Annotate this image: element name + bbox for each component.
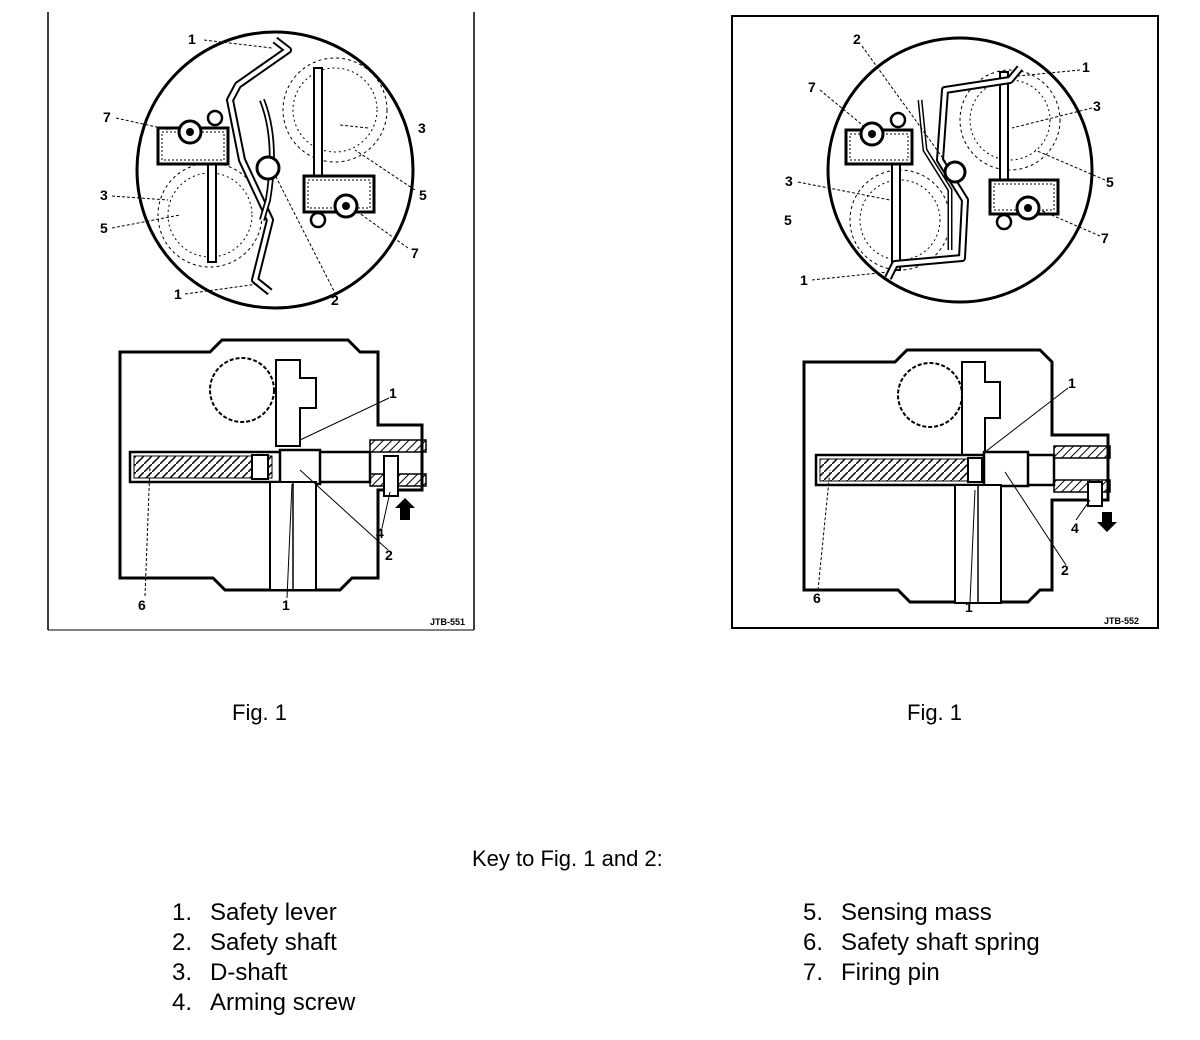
callout-label: 2 — [853, 31, 861, 47]
key-label: Sensing mass — [841, 899, 992, 926]
key-number: 4. — [172, 989, 193, 1016]
figure-left: 1 7 3 5 1 2 3 5 7 — [47, 12, 475, 631]
section-view-left: 1 4 2 6 1 JTB-551 — [118, 338, 465, 627]
key-label: Safety lever — [210, 899, 337, 926]
callout-label: 7 — [808, 79, 816, 95]
callout-label: 3 — [418, 120, 426, 136]
figure-ref: JTB-551 — [430, 617, 465, 627]
callout-label: 1 — [1082, 59, 1090, 75]
figure-right: 2 1 7 3 3 5 5 7 1 — [731, 15, 1159, 629]
key-label: D-shaft — [210, 959, 288, 986]
key-label: Firing pin — [841, 959, 940, 986]
key-item: 5. Sensing mass — [803, 898, 1040, 928]
key-list-left: 1.Safety lever 2.Safety shaft 3.D-shaft … — [172, 898, 355, 1018]
callout-label: 6 — [138, 597, 146, 613]
key-item: 7. Firing pin — [803, 958, 1040, 988]
callout-label: 5 — [784, 212, 792, 228]
callout-label: 5 — [1106, 174, 1114, 190]
key-number: 5. — [803, 899, 824, 926]
section-view-right: 1 4 2 6 1 JTB-552 — [802, 348, 1139, 626]
callout-label: 2 — [331, 292, 339, 308]
callout-label: 1 — [800, 272, 808, 288]
callout-label: 3 — [100, 187, 108, 203]
callout-label: 1 — [188, 31, 196, 47]
callout-label: 7 — [103, 109, 111, 125]
figure-ref: JTB-552 — [1104, 616, 1139, 626]
callout-label: 1 — [282, 597, 290, 613]
callout-label: 7 — [411, 245, 419, 261]
key-list-right: 5. Sensing mass 6. Safety shaft spring 7. F… — [803, 898, 1040, 988]
key-number: 7. — [803, 959, 824, 986]
top-view-right: 2 1 7 3 3 5 5 7 1 — [784, 31, 1114, 304]
key-item: 6. Safety shaft spring — [803, 928, 1040, 958]
figure-caption: Fig. 1 — [232, 700, 288, 725]
callout-label: 7 — [1101, 230, 1109, 246]
key-item: 1. Safety lever — [172, 898, 355, 928]
key-label: Safety shaft spring — [841, 929, 1040, 956]
callout-label: 1 — [389, 385, 397, 401]
callout-label: 5 — [419, 187, 427, 203]
callout-label: 2 — [1061, 562, 1069, 578]
key-label: Safety shaft — [210, 929, 337, 956]
top-view-left: 1 7 3 5 1 2 3 5 7 — [100, 30, 427, 310]
key-item: 3. D-shaft — [172, 958, 355, 988]
callout-label: 1 — [174, 286, 182, 302]
key-number: 6. — [803, 929, 824, 956]
callout-label: 1 — [1068, 375, 1076, 391]
key-item: 2. Safety shaft — [172, 928, 355, 958]
key-number: 2. — [172, 929, 193, 956]
key-number: 3. — [172, 959, 193, 986]
callout-label: 4 — [376, 525, 384, 541]
callout-label: 3 — [785, 173, 793, 189]
key-title: Key to Fig. 1 and 2: — [472, 846, 663, 871]
callout-label: 1 — [965, 599, 973, 615]
callout-label: 5 — [100, 220, 108, 236]
callout-label: 6 — [813, 590, 821, 606]
key-number: 1. — [172, 899, 193, 926]
key-label: Arming screw — [210, 989, 356, 1016]
figure-caption: Fig. 1 — [907, 700, 963, 725]
callout-label: 2 — [385, 547, 393, 563]
callout-label: 4 — [1071, 520, 1079, 536]
key-item: 4. Arming screw — [172, 988, 355, 1018]
callout-label: 3 — [1093, 98, 1101, 114]
